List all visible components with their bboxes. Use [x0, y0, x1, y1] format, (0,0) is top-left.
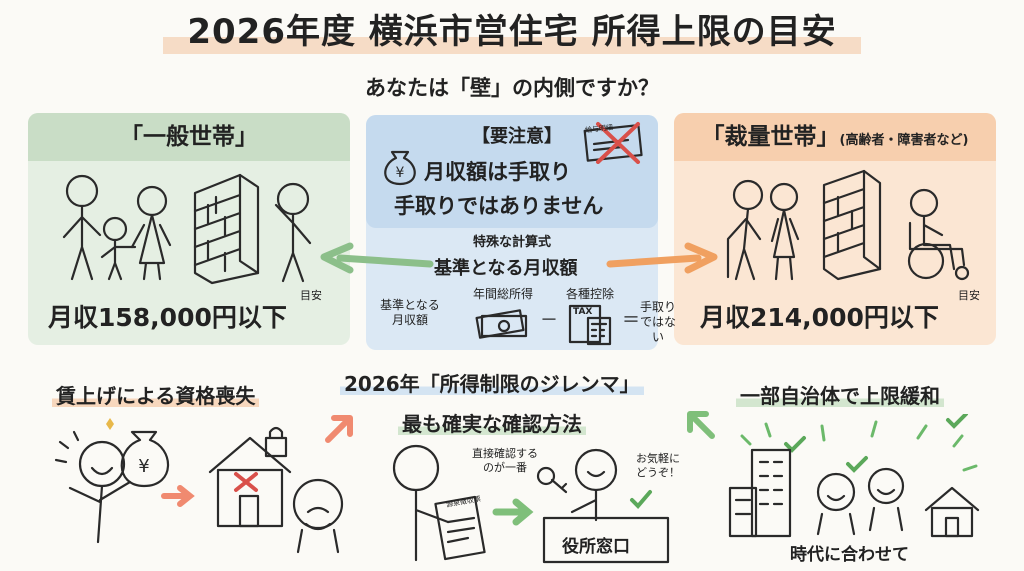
relaxation-caption: 時代に合わせて — [790, 545, 909, 565]
check-marks — [784, 414, 968, 473]
small-house-icon — [924, 486, 980, 538]
family-and-wall-illustration — [62, 173, 312, 285]
building-icon — [728, 448, 792, 538]
wage-increase-title: 賃上げによる資格喪失 — [52, 380, 260, 409]
caution-line-1: 月収額は手取り — [424, 160, 571, 184]
caution-line-2: 手取りではありません — [394, 194, 604, 218]
general-estimate-label: 目安 — [300, 289, 322, 302]
page-subtitle: あなたは「壁」の内側ですか？ — [365, 76, 659, 100]
clerk-figure — [570, 448, 618, 522]
child-figure — [100, 216, 137, 281]
worried-person-figure — [274, 182, 312, 283]
payslip-crossed-icon — [583, 122, 643, 164]
orange-arrow-right — [606, 254, 702, 268]
discretionary-income-limit: 月収214,000円以下 — [700, 303, 939, 332]
general-household-heading: 「一般世帯」 — [28, 113, 350, 161]
formula-caption-1: 特殊な計算式 — [472, 235, 551, 250]
confirmation-method-title: 最も確実な確認方法 — [398, 408, 586, 437]
relaxed-limits-illustration — [728, 414, 980, 538]
office-desk — [542, 516, 670, 564]
elderly-man-with-cane — [726, 179, 764, 281]
general-income-limit: 月収158,000円以下 — [48, 303, 287, 332]
wheelchair-user-figure — [907, 188, 970, 281]
speech-feel-free: お気軽に どうぞ！ — [636, 452, 680, 479]
tax-label: TAX — [573, 307, 593, 317]
brick-wall-icon — [193, 173, 260, 285]
formula-minus: － — [540, 310, 558, 331]
caution-heading: 【要注意】 — [472, 126, 562, 147]
tax-calculator-icon — [568, 304, 612, 346]
svg-text:¥: ¥ — [396, 165, 405, 181]
father-figure — [62, 174, 102, 281]
money-bag-icon: ¥ — [384, 150, 416, 186]
discretionary-estimate-label: 目安 — [958, 289, 980, 302]
formula-caption-2: 基準となる月収額 — [434, 258, 578, 279]
comparison-arrows — [320, 242, 718, 274]
person-with-document — [392, 444, 486, 562]
up-right-arrow-icon — [325, 415, 353, 443]
speech-direct-check: 直接確認する のが一番 — [472, 447, 538, 474]
discretionary-household-heading: 「裁量世帯」(高齢者・障害者など) — [674, 113, 996, 161]
elderly-and-wall-illustration — [726, 169, 970, 281]
smiling-people — [816, 467, 905, 536]
key-icon — [536, 466, 568, 494]
page-title: 2026年度 横浜市営住宅 所得上限の目安 — [0, 4, 1024, 57]
government-office-illustration — [392, 444, 670, 564]
up-left-arrow-icon — [687, 411, 715, 439]
elderly-woman-figure — [769, 182, 800, 281]
formula-term-annual-income: 年間総所得 — [472, 287, 533, 301]
svg-text:¥: ¥ — [138, 456, 149, 477]
formula-left-label: 基準となる 月収額 — [380, 298, 440, 327]
celebration-lines — [740, 420, 978, 472]
dilemma-title: 2026年「所得制限のジレンマ」 — [340, 368, 644, 397]
brick-wall-icon — [822, 169, 882, 281]
sad-person-figure — [292, 478, 344, 554]
green-arrow-left — [336, 254, 434, 268]
eligibility-loss-illustration: ¥ — [54, 418, 344, 554]
relaxation-title: 一部自治体で上限緩和 — [736, 380, 944, 409]
yen-money-bag-icon: ¥ — [106, 418, 170, 488]
locked-house-icon — [208, 426, 292, 528]
mother-figure — [130, 185, 172, 281]
check-icon — [630, 490, 652, 509]
happy-person-figure — [54, 430, 132, 544]
office-window-label: 役所窓口 — [562, 537, 630, 557]
formula-result: 手取り ではない — [639, 300, 676, 344]
banknotes-icon — [475, 309, 528, 339]
formula-term-deductions: 各種控除 — [565, 287, 614, 301]
formula-equals: ＝ — [622, 310, 640, 331]
